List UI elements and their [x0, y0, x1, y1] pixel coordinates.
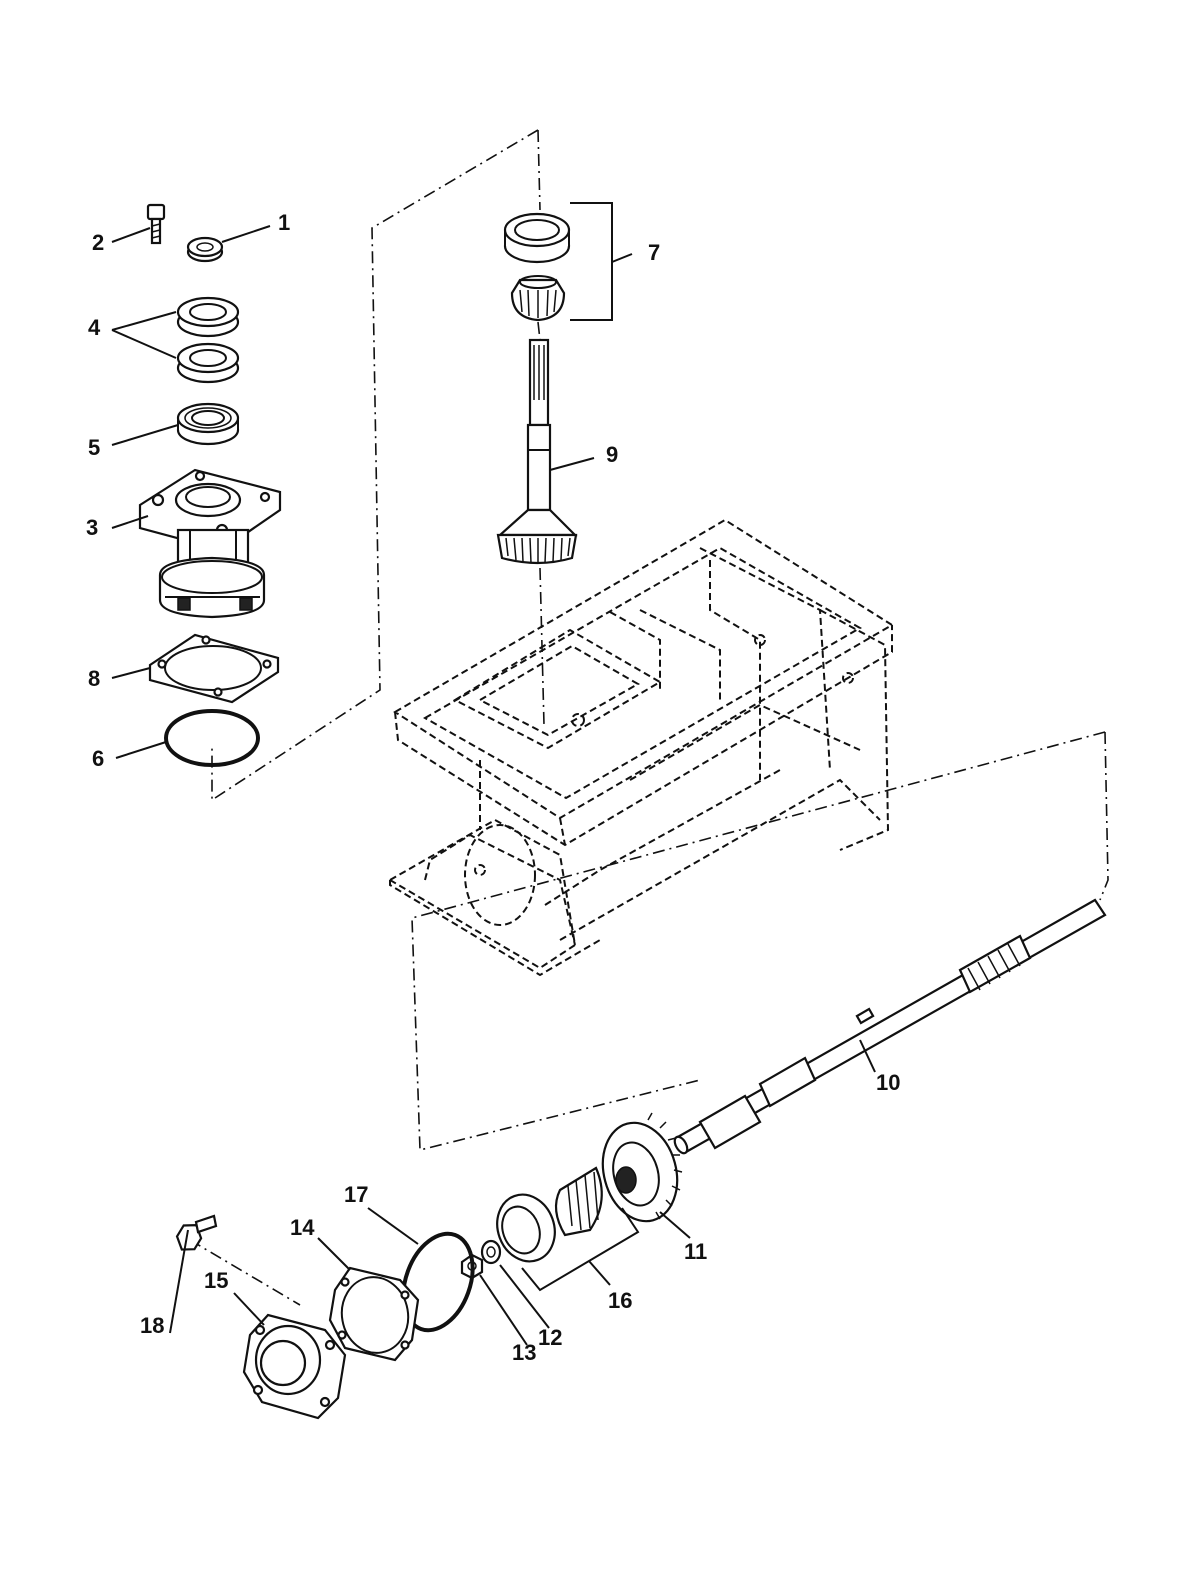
callout-13: 13 [512, 1340, 536, 1365]
callout-3: 3 [86, 515, 98, 540]
part-12-washer [480, 1239, 502, 1265]
callout-2: 2 [92, 230, 104, 255]
callout-16: 16 [608, 1288, 632, 1313]
callout-14: 14 [290, 1215, 315, 1240]
leader-lines [111, 225, 876, 1346]
part-5-bearing [176, 402, 240, 446]
part-2-bolt [146, 203, 166, 245]
part-6-o-ring [164, 709, 260, 767]
part-17-o-ring [401, 1231, 475, 1333]
callout-labels: 1 2 3 4 5 6 7 8 9 10 11 12 13 14 15 16 1… [86, 210, 900, 1365]
callout-1: 1 [278, 210, 290, 235]
callout-17: 17 [344, 1182, 368, 1207]
gear-teeth [647, 1112, 683, 1220]
callout-5: 5 [88, 435, 100, 460]
part-4-seals [176, 296, 240, 384]
callout-12: 12 [538, 1325, 562, 1350]
part-16-tapered-bearing [496, 1166, 603, 1263]
callout-6: 6 [92, 746, 104, 771]
callout-15: 15 [204, 1268, 228, 1293]
part-8-gasket [148, 633, 280, 704]
callout-10: 10 [876, 1070, 900, 1095]
callout-11: 11 [684, 1239, 707, 1264]
part-1-washer [186, 236, 224, 263]
callout-9: 9 [606, 442, 618, 467]
callout-8: 8 [88, 666, 100, 691]
part-9-pinion-shaft [496, 338, 578, 565]
part-18-bolt [175, 1214, 218, 1251]
callout-7: 7 [648, 240, 660, 265]
callout-18: 18 [140, 1313, 164, 1338]
part-15-end-cover [242, 1313, 347, 1420]
part-11-bevel-gear [601, 1112, 683, 1223]
group-brackets [521, 202, 640, 1292]
callout-4: 4 [88, 315, 101, 340]
part-14-gasket [328, 1266, 420, 1362]
part-10-output-shaft [673, 898, 1107, 1155]
part-3-housing [138, 468, 282, 619]
gearcase-housing [389, 518, 894, 977]
part-7-tapered-bearing [503, 212, 571, 322]
